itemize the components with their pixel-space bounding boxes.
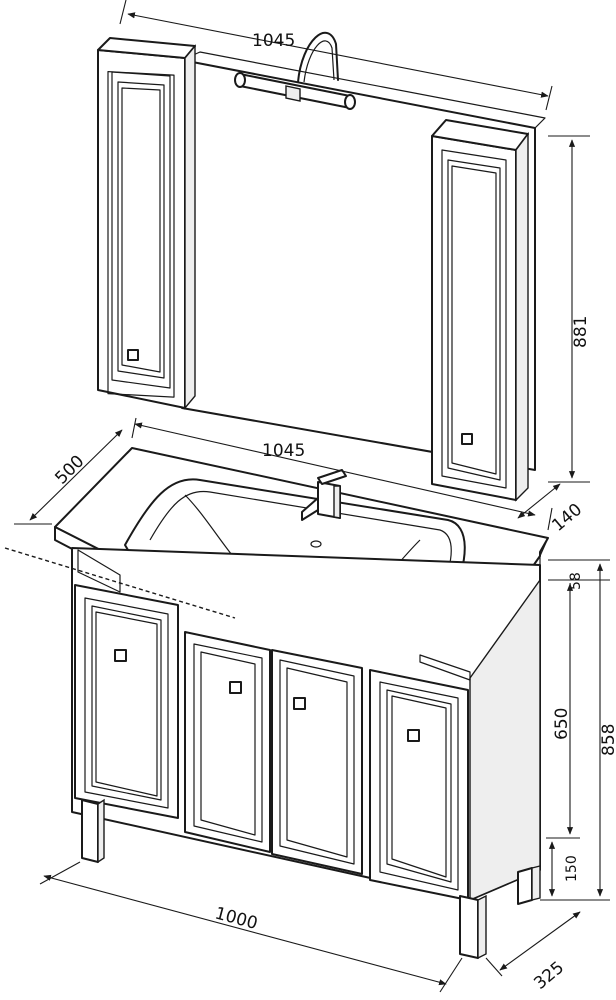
center-door-left: [184, 631, 271, 853]
left-column-handle: [127, 349, 139, 361]
left-door: [74, 584, 179, 819]
leg-height-label: 150: [564, 855, 580, 882]
center-left-handle: [229, 681, 242, 694]
base-width-label: 1000: [213, 904, 260, 935]
right-door: [369, 669, 469, 901]
overflow-hole: [310, 540, 322, 548]
base-depth-label: 325: [530, 958, 568, 994]
sink-depth-label: 500: [51, 451, 88, 488]
sink-width-label: 1045: [262, 441, 305, 461]
mirror-unit: [97, 31, 546, 502]
left-door-handle: [114, 649, 127, 662]
mirror-height-label: 881: [571, 316, 591, 348]
cabinet-height-label: 650: [552, 708, 572, 740]
right-column-cabinet: [431, 119, 529, 502]
legs: [81, 798, 541, 960]
mirror-depth-label: 140: [548, 500, 586, 536]
left-column-cabinet: [97, 37, 196, 410]
mirror-width-label: 1045: [252, 31, 295, 51]
center-right-handle: [293, 697, 306, 710]
center-door-right: [271, 649, 363, 875]
base-cabinet: [71, 547, 541, 960]
total-height-label: 858: [599, 724, 616, 756]
right-door-handle: [407, 729, 420, 742]
